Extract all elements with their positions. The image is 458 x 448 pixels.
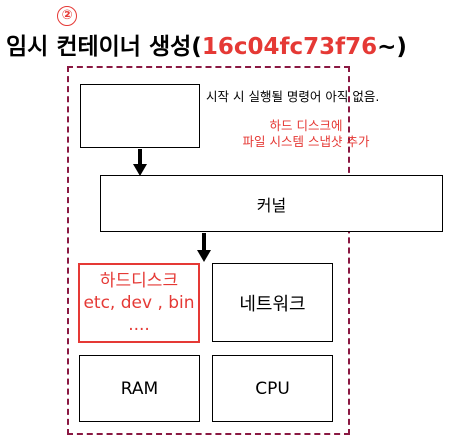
arrow-kernel-to-filesystem (197, 233, 211, 262)
kernel-box: 커널 (100, 175, 443, 232)
network-box: 네트워크 (212, 263, 333, 342)
filesystem-line1: 하드디스크 (99, 271, 179, 291)
filesystem-box: 하드디스크 etc, dev , bin .... (78, 263, 200, 343)
kernel-label: 커널 (256, 195, 287, 215)
arrow-command-to-kernel (133, 149, 147, 176)
cpu-label: CPU (255, 378, 290, 399)
ram-box: RAM (79, 355, 200, 422)
ram-label: RAM (120, 378, 159, 399)
title-suffix: ~) (377, 34, 407, 60)
snapshot-note-line2: 파일 시스템 스냅샷 추가 (242, 134, 370, 149)
startup-command-box (80, 84, 200, 148)
title-text: 임시 컨테이너 생성( (6, 34, 202, 60)
diagram-title: 임시 컨테이너 생성(16c04fc73f76~) (6, 30, 407, 64)
snapshot-note-line1: 하드 디스크에 (269, 118, 343, 133)
filesystem-line2: etc, dev , bin (83, 293, 195, 313)
container-id: 16c04fc73f76 (201, 34, 378, 60)
cpu-box: CPU (212, 355, 333, 422)
container-boundary (67, 66, 350, 435)
startup-command-note: 시작 시 실행될 명령어 아직 없음. (206, 89, 380, 104)
filesystem-line3: .... (128, 315, 150, 335)
network-label: 네트워크 (239, 293, 306, 315)
step-number-badge: ② (57, 6, 77, 26)
snapshot-note: 하드 디스크에 파일 시스템 스냅샷 추가 (222, 118, 390, 150)
